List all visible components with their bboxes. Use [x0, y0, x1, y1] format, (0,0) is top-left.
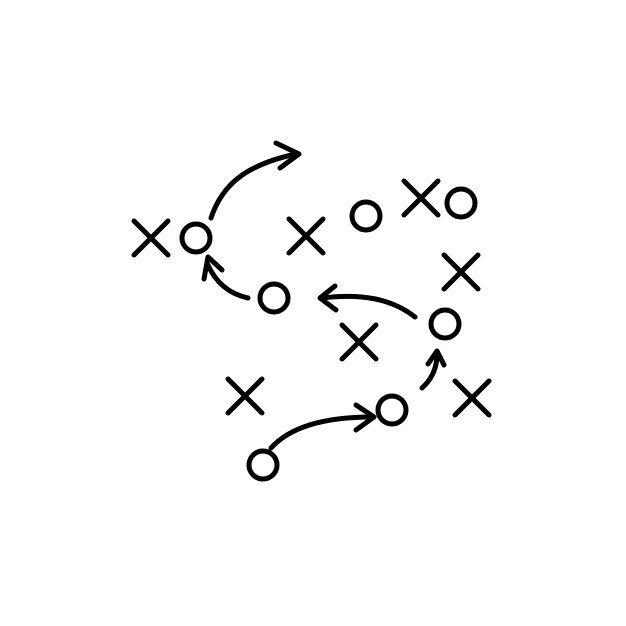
o-marker-6 — [375, 393, 409, 427]
route-arrow-1-line — [208, 151, 299, 221]
o-marker-7 — [246, 448, 280, 482]
o-marker-5 — [428, 307, 462, 341]
o-marker-2 — [349, 199, 383, 233]
route-arrow-3-head — [317, 283, 339, 313]
x-marker-7 — [452, 378, 492, 418]
route-arrow-2-head — [201, 254, 225, 282]
route-arrow-2-line — [205, 262, 251, 301]
x-marker-5 — [339, 322, 379, 362]
o-marker-3 — [444, 186, 478, 220]
o-marker-4 — [257, 281, 291, 315]
route-arrow-4-head — [425, 348, 447, 368]
x-marker-4 — [441, 252, 481, 292]
route-arrow-3-line — [319, 293, 418, 320]
route-arrow-1-head — [273, 140, 302, 171]
x-marker-6 — [225, 376, 265, 416]
x-marker-3 — [401, 178, 441, 218]
route-arrow-5-line — [268, 414, 375, 451]
route-arrow-5-head — [353, 402, 377, 433]
route-arrow-4-line — [419, 351, 440, 391]
x-marker-1 — [131, 218, 171, 258]
x-marker-2 — [286, 216, 326, 256]
o-marker-1 — [179, 221, 213, 255]
